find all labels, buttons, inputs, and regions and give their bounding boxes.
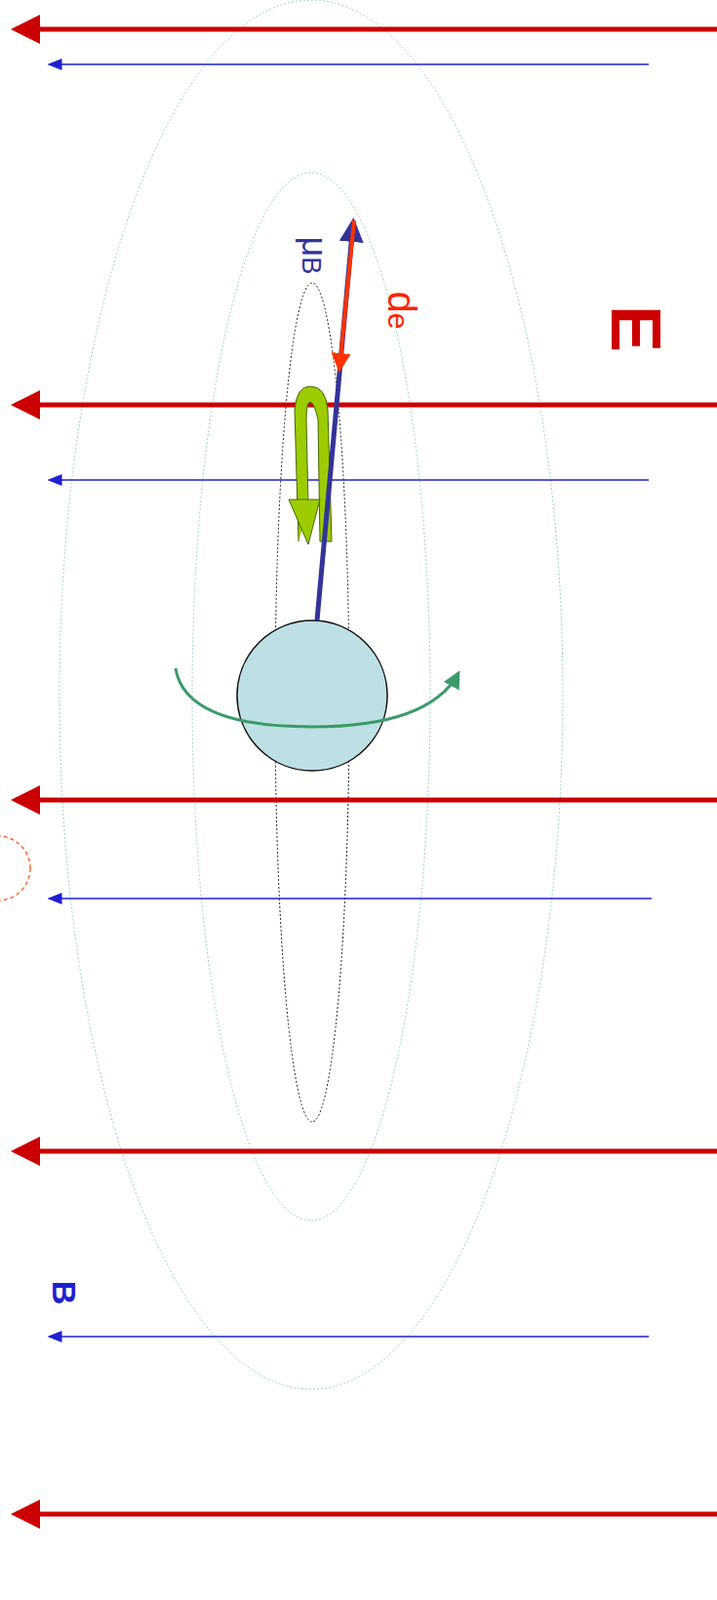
- field-ellipse: [59, 0, 563, 1390]
- precession-arrowhead: [288, 499, 320, 545]
- edm-arrow: [339, 220, 355, 369]
- magnetic-moment-label: μB: [296, 237, 332, 276]
- b-field-lines: [48, 64, 652, 1337]
- edm-label: de: [382, 291, 422, 330]
- cut-marker: [0, 836, 31, 901]
- b-field-label: B: [47, 1280, 81, 1306]
- electron-sphere: [237, 620, 388, 771]
- spin-arrow: [175, 668, 459, 727]
- e-field-label: E: [600, 305, 672, 353]
- field-ellipse: [192, 172, 431, 1221]
- e-field-lines: [15, 29, 717, 1514]
